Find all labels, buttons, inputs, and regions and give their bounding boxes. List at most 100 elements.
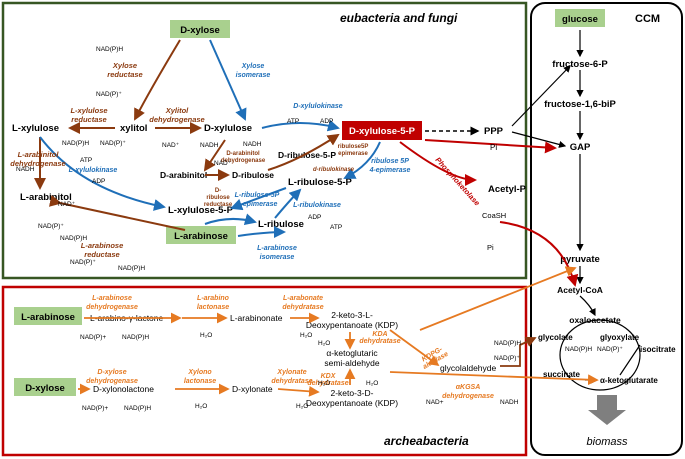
- arch-h2o-6: H₂O: [296, 403, 308, 410]
- xylitol: xylitol: [120, 123, 147, 134]
- cof-atp1: ATP: [287, 118, 299, 125]
- dribulokinase: d-ribulokinase: [313, 167, 355, 173]
- cof-pi2: Pi: [487, 243, 494, 252]
- dxylulose: D-xylulose: [204, 123, 252, 134]
- ccm-akg: α-ketoglutarate: [600, 376, 658, 385]
- ccm-acetylcoa: Acetyl-CoA: [557, 285, 603, 295]
- darabinitol: D-arabinitol: [160, 170, 207, 180]
- ccm-acetylp: Acetyl-P: [488, 184, 527, 195]
- cof-nadh3: NADH: [243, 141, 262, 148]
- arch-kdp-l: 2-keto-3-L-Deoxypentanoate (KDP): [306, 310, 398, 330]
- larabinose-arch: L-arabinose: [21, 312, 75, 323]
- cof-nadh2: NADH: [16, 166, 35, 173]
- arch-larabinonate: L-arabinonate: [230, 313, 283, 323]
- cof-nadp1: NAD(P)⁺: [96, 91, 122, 98]
- cof-nadp2: NAD(P)⁺: [100, 140, 126, 147]
- arch-h2o-2: H₂O: [300, 332, 312, 339]
- larabinitol: L-arabinitol: [20, 192, 72, 203]
- cof-atp3: ATP: [330, 224, 342, 231]
- cof-nad3: NAD⁺: [214, 160, 232, 167]
- cof-nadph1: NAD(P)H: [96, 46, 123, 53]
- dribulose5p: D-ribulose-5-P: [278, 150, 336, 160]
- arch-kdp-d: 2-keto-3-D-Deoxypentanoate (KDP): [306, 388, 398, 408]
- cof-nadph2: NAD(P)H: [62, 140, 89, 147]
- dxylose-arch-box: [14, 378, 76, 396]
- ccm-panel: [530, 2, 683, 456]
- cof-pi1: Pi: [490, 143, 497, 152]
- lribulose: L-ribulose: [258, 219, 304, 230]
- ccm-pyruvate: pyruvate: [560, 254, 600, 265]
- ccm-f6p: fructose-6-P: [552, 59, 608, 70]
- eubacteria-header: eubacteria and fungi: [340, 11, 458, 25]
- cof-nad1: NAD⁺: [162, 142, 180, 149]
- cof-atp2: ATP: [80, 157, 92, 164]
- arch-glycolaldehyde: glycolaldehyde: [440, 363, 497, 373]
- dxylulose5p-box: [342, 121, 422, 140]
- ccm-gap: GAP: [570, 142, 591, 153]
- arch-nadph2: NAD(P)H: [124, 405, 151, 412]
- ccm-header: CCM: [635, 13, 660, 25]
- arch-nadp2: NAD(P)+: [82, 405, 108, 412]
- arch-nadh: NADH: [500, 399, 519, 406]
- lxylulose5p: L-xylulose-5-P: [168, 205, 234, 216]
- cof-nadph4: NAD(P)H: [118, 265, 145, 272]
- ccm-glycolate: glycolate: [538, 333, 573, 342]
- arch-h2o-7: H₂O: [366, 380, 378, 387]
- ccm-nadp: NAD(P)⁺: [597, 346, 623, 353]
- arch-nadp3: NAD(P)⁺: [494, 355, 520, 362]
- cof-nadp3: NAD(P)⁺: [38, 223, 64, 230]
- dxylulokinase: D-xylulokinase: [293, 103, 343, 110]
- biomass-arrow-icon: [588, 395, 626, 425]
- cof-adp3: ADP: [308, 214, 321, 221]
- arch-dxylonate: D-xylonate: [232, 384, 273, 394]
- arch-h2o-3: H₂O: [318, 340, 330, 347]
- cof-adp2: ADP: [92, 178, 105, 185]
- ccm-nadph: NAD(P)H: [565, 346, 592, 353]
- lxylulose: L-xylulose: [12, 123, 59, 134]
- lribulokinase: L-ribulokinase: [293, 202, 341, 209]
- arch-nadph3: NAD(P)H: [494, 340, 521, 347]
- phosphoketolase: Phosphoketolase: [434, 155, 482, 207]
- ccm-succinate: succinate: [543, 370, 580, 379]
- arch-h2o-1: H₂O: [200, 332, 212, 339]
- glucose-box: [555, 9, 605, 27]
- archaea-panel: [1, 285, 528, 457]
- larabinose-arch-box: [14, 307, 82, 325]
- cof-nad2: NAD⁺: [58, 201, 76, 208]
- arch-h2o-5: H₂O: [195, 403, 207, 410]
- dxylose-box: [170, 20, 230, 38]
- ccm-isocitrate: isocitrate: [640, 345, 676, 354]
- cof-coash: CoaSH: [482, 211, 506, 220]
- arch-nadph1: NAD(P)H: [122, 334, 149, 341]
- ppp: PPP: [484, 126, 504, 137]
- dxylose-top: D-xylose: [180, 25, 220, 36]
- dribulose: D-ribulose: [232, 170, 274, 180]
- lribulose5p: L-ribulose-5-P: [288, 177, 353, 188]
- lxylulokinase: L-xylulokinase: [69, 167, 118, 174]
- arch-dxylonolactone: D-xylonolactone: [93, 384, 154, 394]
- arch-nad: NAD+: [426, 399, 444, 406]
- arch-nadp1: NAD(P)+: [80, 334, 106, 341]
- archaea-header: archeabacteria: [384, 434, 469, 448]
